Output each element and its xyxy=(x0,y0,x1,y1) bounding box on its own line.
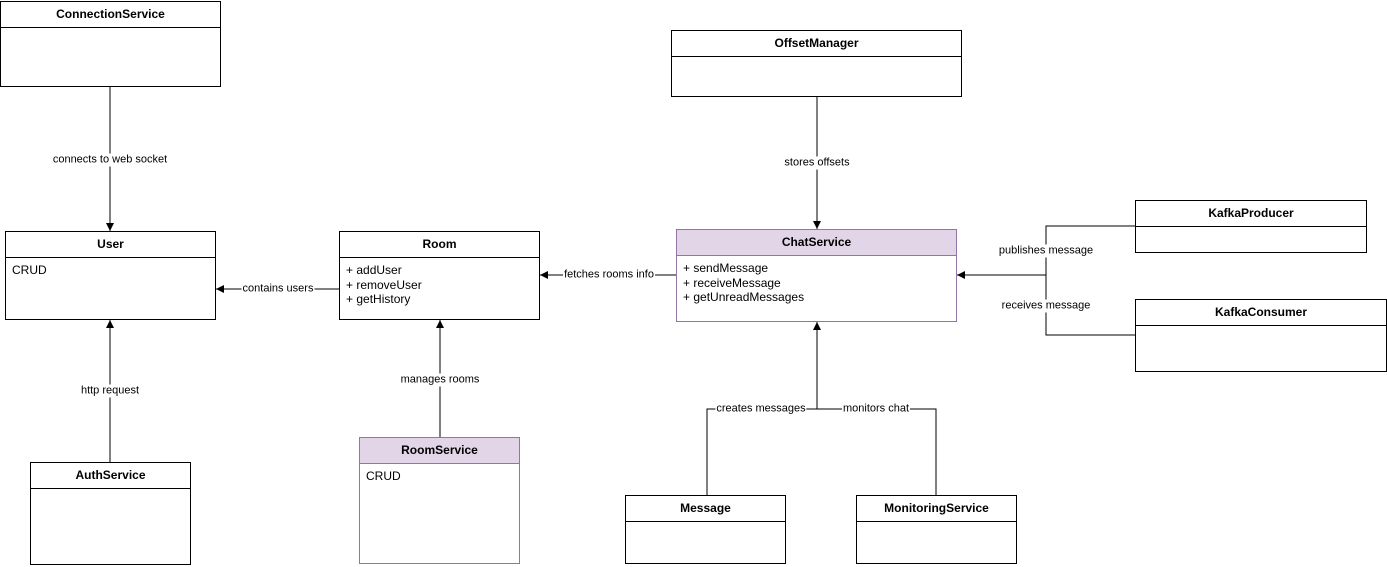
class-connection-service[interactable]: ConnectionService xyxy=(0,1,221,87)
class-name: User xyxy=(6,232,215,258)
edge-label-stores-offsets: stores offsets xyxy=(783,156,851,170)
class-name: Message xyxy=(626,496,785,522)
edge-label-connects: connects to web socket xyxy=(51,153,169,167)
class-name: OffsetManager xyxy=(672,31,961,57)
class-name: MonitoringService xyxy=(857,496,1016,522)
class-chat-service[interactable]: ChatService + sendMessage + receiveMessa… xyxy=(676,229,957,322)
edge-label-http-request: http request xyxy=(79,384,141,398)
class-members: + sendMessage + receiveMessage + getUnre… xyxy=(677,256,956,305)
member: + removeUser xyxy=(346,277,422,292)
class-members: CRUD xyxy=(360,464,519,484)
class-members: CRUD xyxy=(6,258,215,278)
member: + sendMessage xyxy=(683,261,769,275)
member: CRUD xyxy=(366,469,401,483)
member: + getHistory xyxy=(346,292,411,306)
edge-label-manages-rooms: manages rooms xyxy=(399,373,481,387)
edge-label-monitors-chat: monitors chat xyxy=(841,402,911,416)
member: + receiveMessage xyxy=(683,275,781,290)
class-room[interactable]: Room + addUser + removeUser + getHistory xyxy=(339,231,540,320)
class-room-service[interactable]: RoomService CRUD xyxy=(359,437,520,564)
class-name: KafkaConsumer xyxy=(1136,300,1386,326)
class-name: RoomService xyxy=(360,438,519,464)
member: + addUser xyxy=(346,263,402,277)
class-name: AuthService xyxy=(31,463,190,489)
member: CRUD xyxy=(12,263,47,277)
edge-label-publishes: publishes message xyxy=(997,244,1095,258)
class-auth-service[interactable]: AuthService xyxy=(30,462,191,565)
edge-label-fetches-rooms: fetches rooms info xyxy=(563,268,655,282)
class-name: Room xyxy=(340,232,539,258)
class-name: ConnectionService xyxy=(1,2,220,28)
member: + getUnreadMessages xyxy=(683,290,805,304)
edge-label-creates-messages: creates messages xyxy=(715,402,807,416)
class-user[interactable]: User CRUD xyxy=(5,231,216,320)
class-members: + addUser + removeUser + getHistory xyxy=(340,258,539,307)
class-name: ChatService xyxy=(677,230,956,256)
class-message[interactable]: Message xyxy=(625,495,786,564)
edge-monitoring-to-chat xyxy=(817,408,937,495)
edge-consumer-to-chat xyxy=(1045,275,1135,336)
class-kafka-consumer[interactable]: KafkaConsumer xyxy=(1135,299,1387,372)
class-name: KafkaProducer xyxy=(1136,201,1366,227)
class-offset-manager[interactable]: OffsetManager xyxy=(671,30,962,97)
class-kafka-producer[interactable]: KafkaProducer xyxy=(1135,200,1367,253)
edge-label-receives: receives message xyxy=(1000,299,1092,313)
class-monitoring-service[interactable]: MonitoringService xyxy=(856,495,1017,564)
edge-label-contains-users: contains users xyxy=(241,282,315,296)
